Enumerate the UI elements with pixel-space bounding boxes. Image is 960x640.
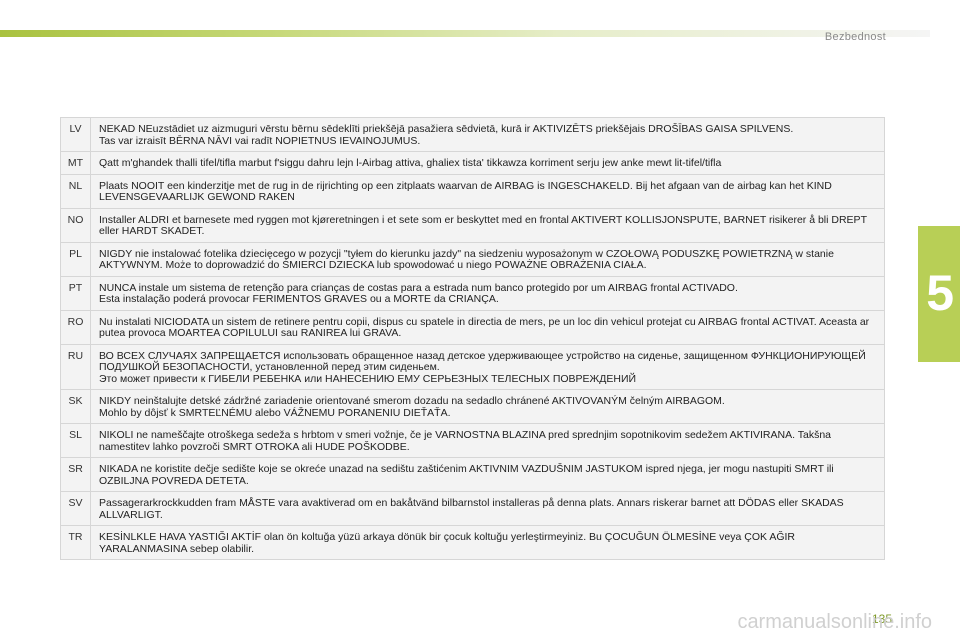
warning-line: NUNCA instale um sistema de retenção par… — [99, 281, 738, 294]
warning-line: Это может привести к ГИБЕЛИ РЕБЕНКА или … — [99, 372, 637, 385]
warning-line: Qatt m'ghandek thalli tifel/tifla marbut… — [99, 157, 722, 169]
watermark: carmanualsonline.info — [737, 611, 932, 633]
language-code: SL — [60, 423, 91, 458]
language-code: SR — [60, 457, 91, 492]
language-code: LV — [60, 117, 91, 152]
warning-line: NIKDY neinštalujte detské zádržné zariad… — [99, 395, 725, 407]
language-code: SK — [60, 389, 91, 424]
warning-text: NEKAD NEuzstādiet uz aizmuguri vērstu bē… — [90, 117, 885, 152]
warning-text: Passagerarkrockkudden fram MÅSTE vara av… — [90, 491, 885, 526]
warning-line: Plaats NOOIT een kinderzitje met de rug … — [99, 179, 832, 203]
warning-text: ВО ВСЕХ СЛУЧАЯХ ЗАПРЕЩАЕТСЯ использовать… — [90, 343, 885, 390]
warning-text: Installer ALDRI et barnesete med ryggen … — [90, 207, 885, 243]
language-code: NL — [60, 173, 91, 209]
language-code: RO — [60, 309, 91, 345]
chapter-number: 5 — [926, 265, 954, 321]
warning-line: NIGDY nie instalować fotelika dziecięceg… — [99, 247, 834, 271]
table-row: SL NIKOLI ne nameščajte otroškega sedeža … — [60, 423, 885, 458]
table-row: LV NEKAD NEuzstādiet uz aizmuguri vērstu … — [60, 117, 885, 152]
table-row: SR NIKADA ne koristite dečje sedište koje… — [60, 457, 885, 492]
language-code: PT — [60, 275, 91, 311]
warning-text: KESİNLKLE HAVA YASTIĞI AKTİF olan ön kol… — [90, 525, 885, 560]
table-row: NO Installer ALDRI et barnesete med rygge… — [60, 207, 885, 243]
warning-text: Nu instalati NICIODATA un sistem de reti… — [90, 309, 885, 345]
warning-line: KESİNLKLE HAVA YASTIĞI AKTİF olan ön kol… — [99, 531, 795, 555]
language-code: SV — [60, 491, 91, 526]
warning-text: NIKOLI ne nameščajte otroškega sedeža s … — [90, 423, 885, 458]
warning-text: Qatt m'ghandek thalli tifel/tifla marbut… — [90, 151, 885, 175]
table-row: RU ВО ВСЕХ СЛУЧАЯХ ЗАПРЕЩАЕТСЯ использова… — [60, 343, 885, 390]
language-code: PL — [60, 241, 91, 277]
table-row: SV Passagerarkrockkudden fram MÅSTE vara … — [60, 491, 885, 526]
airbag-warning-table: LV NEKAD NEuzstādiet uz aizmuguri vērstu … — [60, 117, 885, 560]
language-code: RU — [60, 343, 91, 390]
table-row: TR KESİNLKLE HAVA YASTIĞI AKTİF olan ön k… — [60, 525, 885, 560]
page-number: 135 — [871, 612, 892, 626]
warning-text: NIKDY neinštalujte detské zádržné zariad… — [90, 389, 885, 424]
warning-line: NIKOLI ne nameščajte otroškega sedeža s … — [99, 429, 832, 453]
section-title: Bezbednost — [824, 31, 886, 43]
warning-line: NIKADA ne koristite dečje sedište koje s… — [99, 463, 834, 487]
table-row: SK NIKDY neinštalujte detské zádržné zari… — [60, 389, 885, 424]
warning-text: NUNCA instale um sistema de retenção par… — [90, 275, 885, 311]
table-row: RO Nu instalati NICIODATA un sistem de re… — [60, 309, 885, 345]
language-code: NO — [60, 207, 91, 243]
warning-text: Plaats NOOIT een kinderzitje met de rug … — [90, 173, 885, 209]
header-accent-bar — [0, 30, 930, 37]
warning-line: Passagerarkrockkudden fram MÅSTE vara av… — [99, 497, 844, 521]
chapter-tab — [918, 226, 960, 362]
table-row: MT Qatt m'ghandek thalli tifel/tifla marb… — [60, 151, 885, 175]
warning-text: NIGDY nie instalować fotelika dziecięceg… — [90, 241, 885, 277]
warning-line: ВО ВСЕХ СЛУЧАЯХ ЗАПРЕЩАЕТСЯ использовать… — [99, 349, 866, 373]
warning-line: Esta instalação poderá provocar FERIMENT… — [99, 293, 499, 305]
language-code: MT — [60, 151, 91, 175]
warning-text: NIKADA ne koristite dečje sedište koje s… — [90, 457, 885, 492]
table-row: PT NUNCA instale um sistema de retenção p… — [60, 275, 885, 311]
warning-line: Tas var izraisīt BĒRNA NĀVI vai radīt NO… — [99, 134, 421, 147]
warning-line: Mohlo by dôjsť k SMRTEĽNÉMU alebo VÁŽNEM… — [99, 406, 451, 419]
warning-line: NEKAD NEuzstādiet uz aizmuguri vērstu bē… — [99, 123, 794, 135]
warning-line: Installer ALDRI et barnesete med ryggen … — [99, 213, 867, 237]
table-row: PL NIGDY nie instalować fotelika dziecięc… — [60, 241, 885, 277]
language-code: TR — [60, 525, 91, 560]
table-row: NL Plaats NOOIT een kinderzitje met de ru… — [60, 173, 885, 209]
warning-line: Nu instalati NICIODATA un sistem de reti… — [99, 315, 870, 339]
